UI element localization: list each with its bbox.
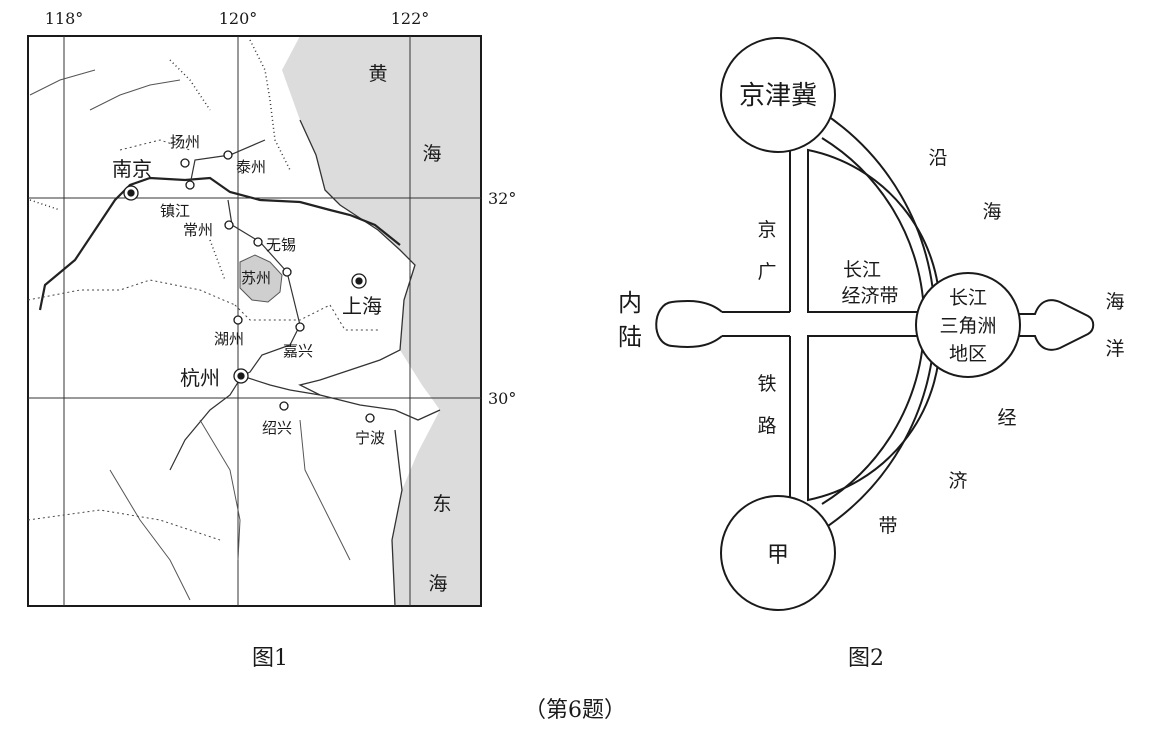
city-label-yangzhou: 扬州 — [170, 133, 200, 151]
yangtze-delta-node — [915, 272, 1021, 378]
city-label-huzhou: 湖州 — [214, 330, 244, 348]
jingjinji-node — [720, 37, 836, 153]
coastal-belt-inner — [821, 137, 926, 505]
lon-tick-118: 118° — [45, 9, 84, 28]
shaoxing-marker — [279, 401, 289, 411]
sea-label-hai-2: 海 — [428, 573, 447, 595]
taihu-lake — [239, 254, 283, 303]
jiaxing-marker — [295, 322, 305, 332]
inland-char-2: 陆 — [618, 323, 642, 351]
inland-char-1: 内 — [618, 289, 642, 317]
jia-node — [720, 495, 836, 611]
railway-char-1: 京 — [757, 219, 776, 241]
railway-char-3: 铁 — [757, 373, 776, 395]
coastline — [298, 119, 441, 607]
yangtze-belt-label-line-2: 经济带 — [841, 285, 898, 307]
ocean-arrow — [1015, 299, 1095, 351]
sea-label-hai-1: 海 — [422, 143, 441, 165]
province-boundary — [27, 139, 380, 541]
lon-tick-122: 122° — [391, 9, 430, 28]
city-label-changzhou: 常州 — [183, 221, 213, 239]
railway — [29, 39, 291, 281]
changzhou-marker — [224, 220, 234, 230]
rivers — [29, 69, 351, 601]
yrd-label-line-3: 地区 — [949, 343, 987, 365]
ocean-char-2: 洋 — [1105, 338, 1124, 360]
jingjinji-label: 京津冀 — [739, 81, 817, 111]
nanjing-marker — [123, 185, 139, 201]
figure-1-map: 118° 120° 122° 32° 30° 黄 海 东 海 南京 扬州 — [27, 9, 516, 671]
figure-2-labels: 京津冀 甲 长江 三角洲 地区 长江 经济带 京 广 铁 路 沿 海 经 济 带… — [618, 81, 1125, 671]
ocean-char-1: 海 — [1105, 291, 1124, 313]
yrd-label-line-2: 三角洲 — [939, 315, 996, 337]
coastal-char-dai: 带 — [878, 515, 897, 537]
coastal-char-yan: 沿 — [928, 147, 947, 169]
coastal-char-jing: 经 — [997, 407, 1016, 429]
city-label-shaoxing: 绍兴 — [262, 419, 292, 437]
figure-2-caption: 图2 — [848, 646, 884, 671]
city-label-ningbo: 宁波 — [355, 429, 385, 447]
yangtze-river — [38, 176, 401, 311]
city-label-nanjing: 南京 — [112, 157, 152, 181]
city-label-shanghai: 上海 — [342, 294, 382, 318]
qiantang-river — [169, 375, 321, 471]
figure-1-caption: 图1 — [252, 646, 288, 671]
sea-label-dong: 东 — [432, 493, 451, 515]
railway-char-4: 路 — [757, 415, 776, 437]
figure-2-diagram — [655, 37, 1095, 611]
shanghai-marker — [351, 273, 367, 289]
city-markers — [123, 150, 375, 423]
city-label-zhenjiang: 镇江 — [160, 202, 190, 220]
coastal-char-hai: 海 — [982, 201, 1001, 223]
inland-node — [655, 300, 723, 348]
railway-char-2: 广 — [757, 261, 776, 283]
wuxi-marker — [253, 237, 263, 247]
huzhou-marker — [233, 315, 243, 325]
city-label-hangzhou: 杭州 — [180, 366, 220, 390]
yangtze-belt-label-line-1: 长江 — [843, 259, 881, 281]
city-label-taizhou: 泰州 — [236, 158, 266, 176]
lat-tick-32: 32° — [488, 189, 516, 208]
hangzhou-marker — [233, 368, 249, 384]
yangzhou-marker — [180, 158, 190, 168]
ningbo-marker — [365, 413, 375, 423]
zhenjiang-marker — [185, 180, 195, 190]
coastal-char-ji: 济 — [948, 470, 967, 492]
yrd-label-line-1: 长江 — [949, 287, 987, 309]
city-label-suzhou: 苏州 — [241, 269, 271, 287]
question-label: （第6题） — [524, 698, 626, 723]
city-label-wuxi: 无锡 — [266, 236, 296, 254]
city-label-jiaxing: 嘉兴 — [283, 342, 313, 360]
taizhou-marker — [223, 150, 233, 160]
map-frame — [27, 35, 482, 607]
suzhou-marker — [282, 267, 292, 277]
lon-tick-120: 120° — [219, 9, 258, 28]
jia-label: 甲 — [767, 543, 789, 568]
sea-label-huang: 黄 — [368, 63, 387, 85]
lat-tick-30: 30° — [488, 389, 516, 408]
sea-area — [282, 36, 481, 606]
